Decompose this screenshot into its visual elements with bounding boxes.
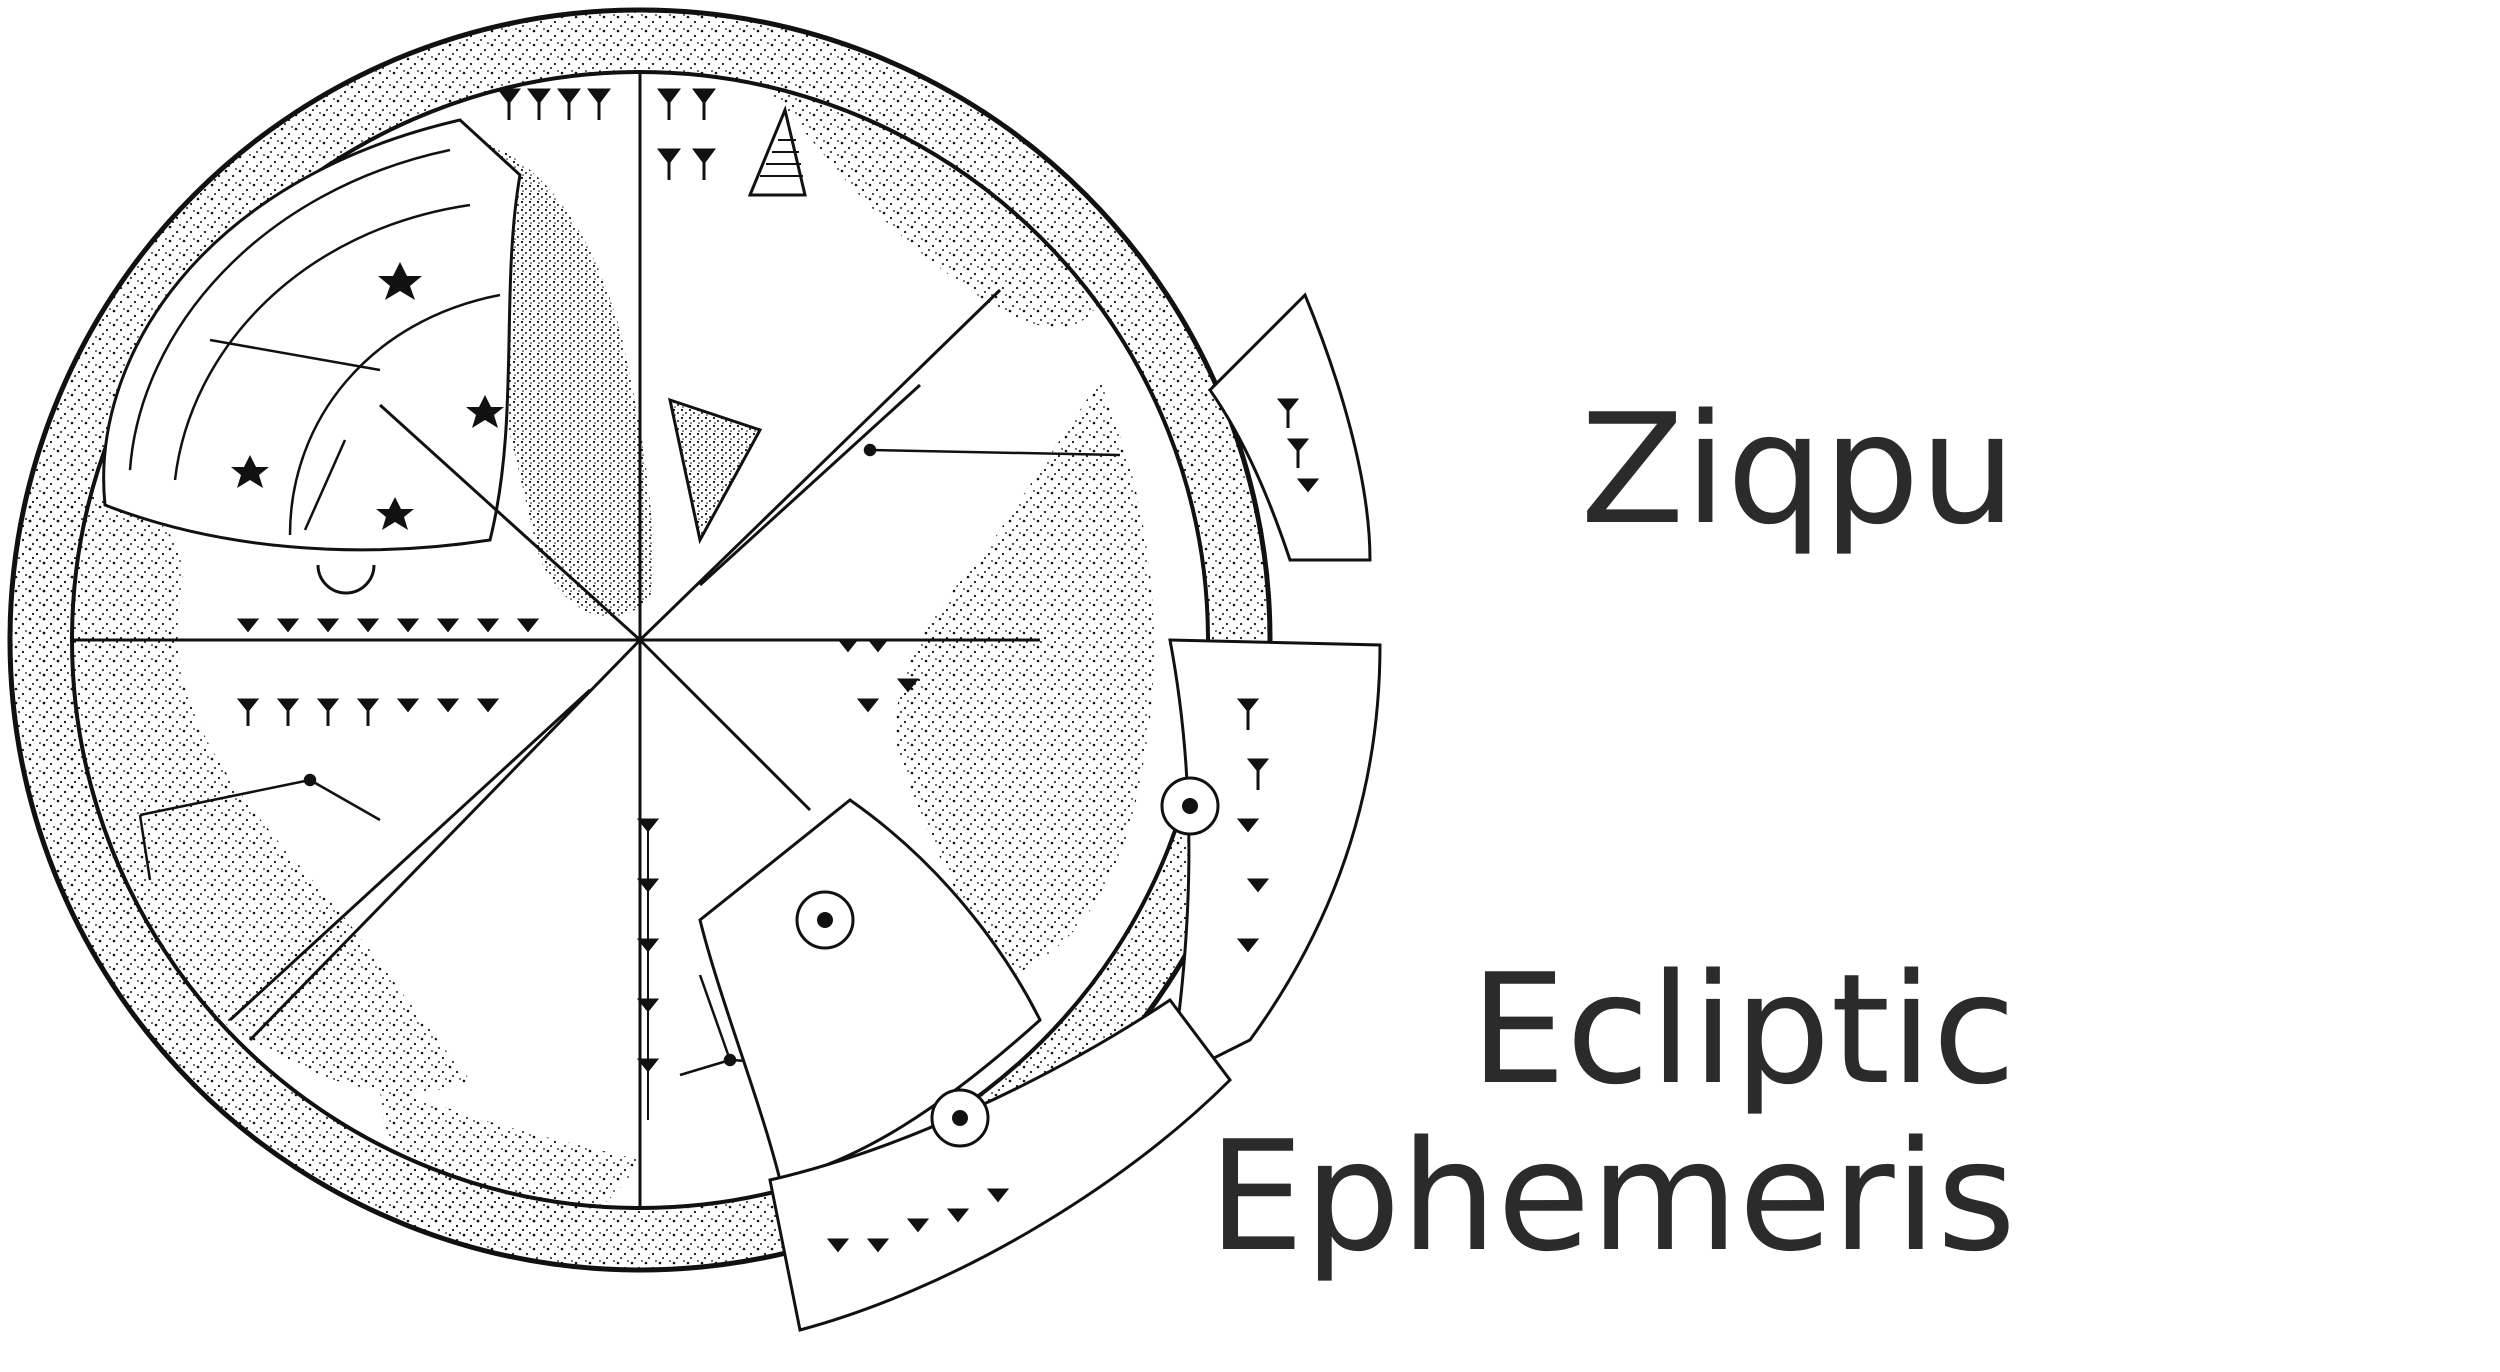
planisphere-illustration bbox=[0, 0, 1400, 1372]
title-ephemeris: Ephemeris bbox=[1208, 1115, 2016, 1279]
title-ecliptic: Ecliptic bbox=[1470, 948, 2016, 1112]
star-inset bbox=[104, 120, 520, 550]
title-ziqpu: Ziqpu bbox=[1580, 388, 2016, 552]
